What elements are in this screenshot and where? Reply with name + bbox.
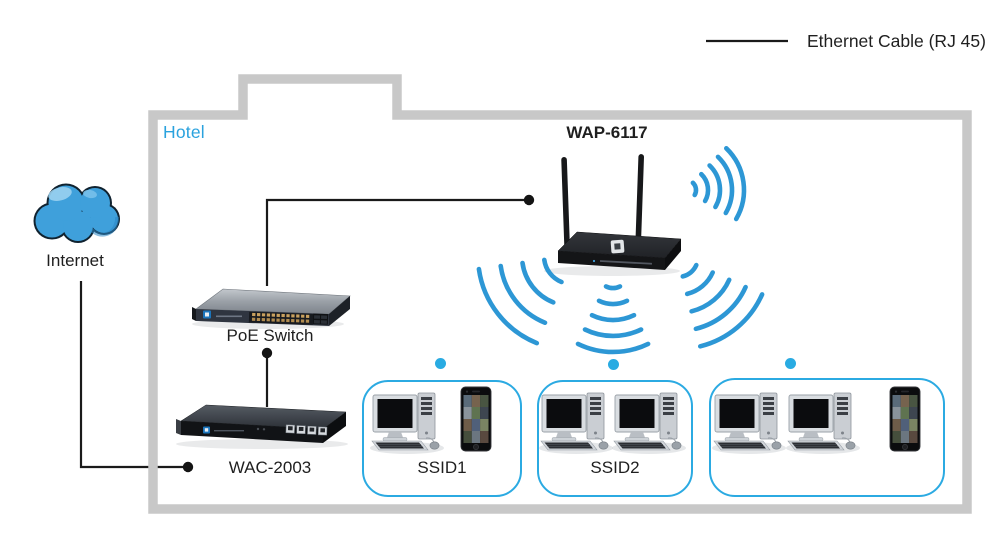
cable-poe-to-wap [265, 198, 529, 286]
dot-below-poe [261, 347, 273, 359]
poe-switch-device [192, 288, 351, 329]
dot-at-wap [523, 194, 535, 206]
wifi-waves-down-left [476, 257, 564, 346]
ssid2-wireless-dot [608, 359, 619, 370]
dot-at-wac [182, 461, 194, 473]
wap-6117-device [544, 154, 682, 276]
wifi-waves-down-right [680, 262, 765, 349]
rj45-port-block [248, 311, 329, 325]
ssid1-wireless-dot [435, 358, 446, 369]
cable-internet-to-wac [79, 281, 188, 469]
wap-6117-label: WAP-6117 [566, 123, 648, 142]
ssid2-box [537, 380, 693, 497]
hotel-label: Hotel [163, 122, 205, 142]
legend-label: Ethernet Cable (RJ 45) [807, 31, 986, 51]
wac-2003-label: WAC-2003 [228, 458, 312, 477]
antenna-right [635, 154, 645, 241]
internet-label: Internet [46, 251, 104, 270]
ssid2-label: SSID2 [590, 458, 640, 477]
poe-switch-label: PoE Switch [226, 326, 314, 345]
ssid1-label: SSID1 [417, 458, 467, 477]
wac-ports [285, 424, 328, 436]
ssid3-box [709, 378, 945, 497]
internet-cloud-icon [33, 183, 120, 243]
antenna-left [561, 157, 571, 252]
wac-2003-device [176, 404, 348, 449]
hotel-outline [148, 74, 972, 514]
wifi-waves-down-center [575, 284, 651, 355]
wifi-waves-right [690, 146, 747, 222]
wifi-waves [476, 146, 765, 355]
ssid3-wireless-dot [785, 358, 796, 369]
cable-endpoint-dots [182, 194, 535, 473]
ssid1-box [362, 380, 522, 497]
